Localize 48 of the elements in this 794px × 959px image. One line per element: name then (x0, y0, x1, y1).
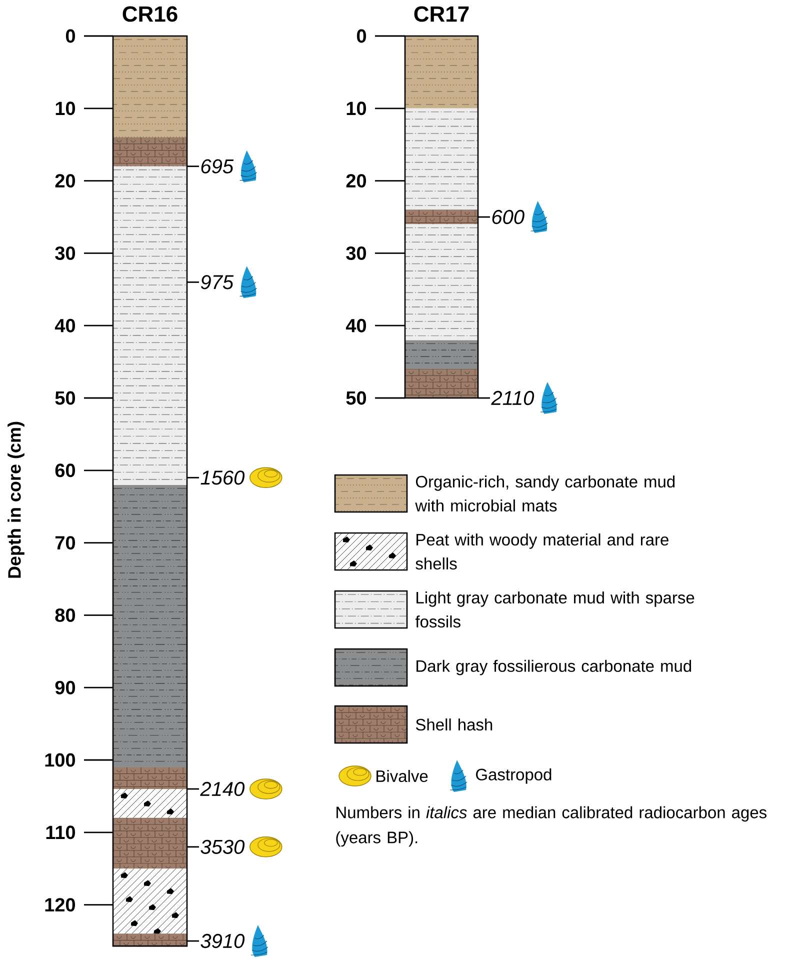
tick-label: 30 (55, 246, 76, 260)
age-label: 975 (200, 275, 234, 290)
age-label: 1560 (200, 470, 245, 485)
leader-line (187, 281, 199, 283)
tick-label: 100 (45, 753, 76, 767)
axis-label: Depth in core (cm) (8, 422, 24, 578)
legend-label: Gastropod (476, 768, 552, 784)
tick-label: 20 (55, 174, 76, 188)
legend-label: Light gray carbonate mud with sparse fossils (415, 591, 694, 628)
core-column-drawing: CR16 (112, 6, 188, 947)
tick-label: 30 (346, 246, 366, 260)
tick-label: 0 (66, 29, 76, 43)
node-label: CR16 (122, 6, 178, 22)
core-column-drawing: CR17 (404, 6, 479, 399)
leader-line (187, 166, 199, 168)
tick-label: 20 (346, 174, 366, 188)
legend-label: Organic-rich, sandy carbonate mud with microbial mats (415, 475, 675, 512)
tick-label: 40 (54, 318, 76, 332)
legend-label: Shell hash (416, 718, 492, 731)
tick-label: 120 (45, 898, 76, 912)
leader-line (478, 216, 490, 218)
tick-label: 70 (55, 536, 76, 550)
leader-line (187, 788, 199, 790)
legend-label: Peat with woody material and rare shells (416, 533, 668, 570)
age-label: 2110 (491, 390, 534, 406)
tick-label: 80 (55, 608, 76, 622)
tick-label: 10 (56, 102, 76, 116)
legend-label: Dark gray fossilierous carbonate mud (416, 660, 692, 676)
age-label: 3910 (200, 934, 245, 948)
age-label: 2140 (200, 782, 245, 796)
leader-line (187, 940, 199, 942)
leader-line (187, 476, 199, 478)
age-label: 695 (201, 159, 234, 174)
tick-label: 0 (356, 29, 366, 43)
legend-label: Bivalve (376, 770, 428, 782)
tick-label: 90 (55, 680, 76, 694)
tick-label: 60 (55, 464, 76, 478)
tick-label: 40 (346, 318, 366, 332)
tick-label: 10 (346, 102, 366, 116)
leader-line (187, 846, 199, 848)
tick-label: 50 (346, 391, 366, 405)
tick-label: 50 (55, 391, 76, 405)
leader-line (478, 397, 490, 399)
age-label: 600 (492, 210, 524, 224)
node-label: CR17 (414, 6, 469, 22)
note-text: Numbers in italics are median calibrated radiocarbon ages (years BP). (336, 806, 766, 847)
age-label: 3530 (200, 840, 245, 854)
tick-label: 110 (46, 826, 76, 840)
